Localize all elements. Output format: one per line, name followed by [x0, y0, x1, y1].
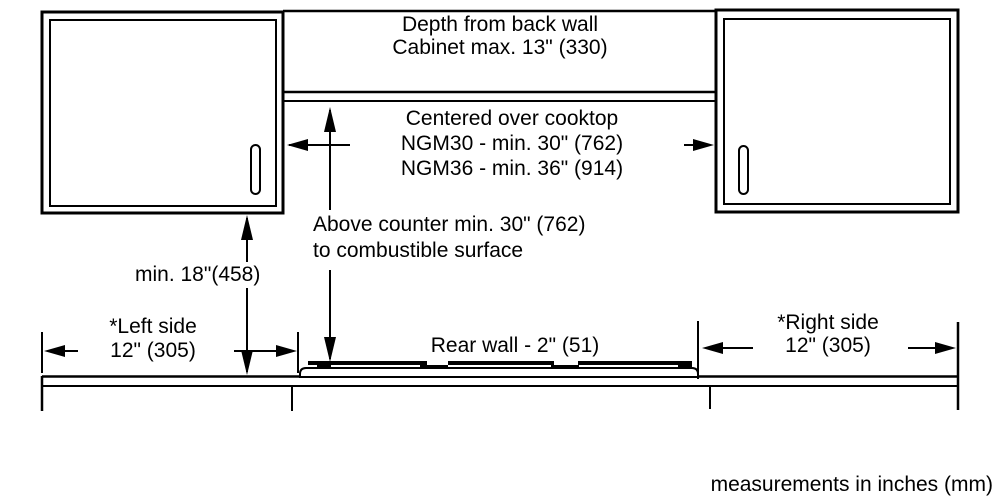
centered-over-cooktop-label: Centered over cooktop NGM30 - min. 30" (… [362, 106, 662, 181]
left-side-line2: 12" (305) [110, 339, 196, 362]
measurements-footnote: measurements in inches (mm) [710, 473, 993, 496]
left-side-line1: *Left side [109, 315, 197, 338]
dim-above-counter-arrow-down [324, 337, 336, 362]
dim-right-side-arrow-right [935, 342, 956, 354]
left-side-clearance-label: *Left side 12" (305) [83, 315, 223, 363]
dim-left-side [41, 332, 299, 373]
cooktop [299, 361, 699, 378]
grate-bar [448, 361, 554, 365]
dim-above-counter-arrow-up [324, 107, 336, 132]
right-cabinet [714, 8, 960, 214]
above-counter-label: Above counter min. 30" (762) to combusti… [309, 210, 592, 270]
above-counter-line2: to combustible surface [313, 239, 524, 262]
min18-clearance-label: min. 18"(458) [131, 262, 265, 288]
depth-from-back-wall-label: Depth from back wall Cabinet max. 13" (3… [330, 13, 670, 59]
dim-centered-left-arrow [287, 139, 308, 151]
right-cabinet-handle [738, 145, 749, 195]
right-side-line1: *Right side [777, 311, 879, 334]
above-counter-line1: Above counter min. 30" (762) [313, 213, 586, 236]
depth-label-line1: Depth from back wall [401, 13, 599, 36]
dim-centered-right-arrow [693, 139, 714, 151]
centered-label-line2: NGM30 - min. 30" (762) [400, 132, 624, 155]
dim-min18-arrow-down [241, 350, 253, 375]
grate-foot [678, 365, 692, 369]
right-side-clearance-label: *Right side 12" (305) [758, 311, 898, 357]
left-cabinet [40, 10, 285, 215]
centered-label-line1: Centered over cooktop [405, 107, 619, 130]
dim-left-side-arrow-left [44, 345, 65, 357]
burner-grates [308, 361, 692, 369]
dim-right-side-arrow-left [702, 342, 723, 354]
rear-wall-label: Rear wall - 2" (51) [430, 334, 600, 357]
left-cabinet-handle [250, 144, 261, 195]
grate-foot [420, 365, 448, 369]
left-cabinet-door [49, 19, 277, 207]
dim-min18-arrow-up [241, 215, 253, 240]
grate-bar [578, 361, 692, 365]
grate-foot [551, 365, 579, 369]
depth-label-line2: Cabinet max. 13" (330) [392, 36, 608, 59]
dim-right-side [697, 321, 956, 379]
grate-bar [308, 361, 427, 365]
dim-left-side-arrow-right [276, 345, 297, 357]
centered-label-line3: NGM36 - min. 36" (914) [400, 157, 624, 180]
cooktop-body [299, 367, 699, 378]
dim-min18 [241, 215, 253, 375]
grate-foot [317, 365, 331, 369]
upper-center-box [283, 9, 716, 102]
right-side-line2: 12" (305) [785, 334, 871, 357]
right-cabinet-door [723, 18, 951, 205]
